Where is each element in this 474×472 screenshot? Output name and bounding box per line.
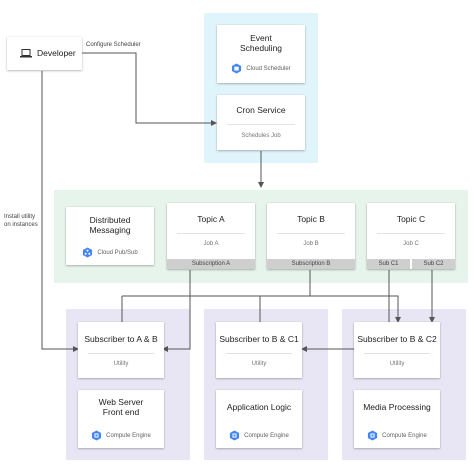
arrow-developer-to-cron — [82, 52, 217, 126]
topic-b-card[interactable]: Topic B Job B Subscription B — [267, 203, 355, 269]
topic-c-card[interactable]: Topic C Job C Sub C1 Sub C2 — [367, 203, 455, 269]
arrow-subb-to-subscriber-bc2 — [310, 295, 401, 323]
subscriber-bc1-divider — [226, 353, 292, 354]
subscriber-bc2-card[interactable]: Subscriber to B & C2 Utility — [354, 322, 440, 378]
developer-box[interactable]: Developer — [7, 37, 82, 70]
media-processing-title: Media Processing — [363, 402, 431, 412]
subscriber-bc2-divider — [364, 353, 430, 354]
laptop-icon — [20, 49, 32, 58]
web-server-title: Web Server Front end — [98, 397, 144, 417]
compute-engine-service-3: Compute Engine — [354, 430, 440, 441]
event-scheduling-card[interactable]: Event Scheduling Cloud Scheduler — [217, 25, 305, 83]
arrow-suba-to-subscriber-ab — [162, 270, 191, 352]
subscription-b-bar: Subscription B — [267, 259, 355, 269]
subscriber-bc2-title: Subscriber to B & C2 — [357, 334, 437, 344]
subscriber-bc1-card[interactable]: Subscriber to B & C1 Utility — [216, 322, 302, 378]
distributed-messaging-card[interactable]: Distributed Messaging Cloud Pub/Sub — [66, 207, 154, 265]
subscription-c2-bar: Sub C2 — [412, 259, 455, 269]
subscriber-ab-utility: Utility — [113, 361, 129, 367]
line-subb-bus — [122, 270, 311, 297]
application-logic-title: Application Logic — [226, 402, 292, 412]
topic-c-divider — [377, 233, 445, 234]
subscriber-bc2-utility: Utility — [389, 361, 405, 367]
subscriber-ab-card[interactable]: Subscriber to A & B Utility — [78, 322, 164, 378]
application-logic-card[interactable]: Application Logic Compute Engine — [216, 390, 302, 448]
cron-service-title: Cron Service — [236, 105, 286, 115]
compute-engine-icon — [230, 430, 240, 441]
topic-a-job: Job A — [203, 241, 219, 247]
web-server-card[interactable]: Web Server Front end Compute Engine — [78, 390, 164, 448]
cloud-pubsub-service: Cloud Pub/Sub — [66, 247, 154, 258]
install-utility-note: Install utility on instances — [4, 214, 38, 228]
topic-b-job: Job B — [303, 241, 319, 247]
cron-service-subtitle: Schedules Job — [241, 133, 281, 139]
subscriber-ab-divider — [88, 353, 154, 354]
configure-scheduler-note: Configure Scheduler — [86, 42, 141, 48]
topic-c-title: Topic C — [396, 214, 426, 224]
subscriber-bc1-utility: Utility — [251, 361, 267, 367]
topic-b-title: Topic B — [297, 214, 325, 224]
compute-engine-icon — [368, 430, 378, 441]
arrow-developer-to-subscriber-ab — [41, 71, 79, 352]
cron-divider — [227, 124, 295, 125]
topic-a-card[interactable]: Topic A Job A Subscription A — [167, 203, 255, 269]
subscription-a-bar: Subscription A — [167, 259, 255, 269]
topic-c-job: Job C — [403, 241, 419, 247]
event-scheduling-title: Event Scheduling — [239, 33, 283, 53]
cloud-pubsub-icon — [83, 247, 93, 258]
cloud-scheduler-icon — [232, 63, 242, 74]
compute-engine-service-1: Compute Engine — [78, 430, 164, 441]
cloud-scheduler-service: Cloud Scheduler — [217, 63, 305, 74]
cron-service-card[interactable]: Cron Service Schedules Job — [217, 95, 305, 150]
media-processing-card[interactable]: Media Processing Compute Engine — [354, 390, 440, 448]
distributed-messaging-title: Distributed Messaging — [89, 215, 131, 235]
developer-label: Developer — [37, 48, 76, 58]
topic-b-divider — [277, 233, 345, 234]
compute-engine-service-2: Compute Engine — [216, 430, 302, 441]
subscription-c1-bar: Sub C1 — [367, 259, 410, 269]
compute-engine-icon — [92, 430, 102, 441]
topic-a-divider — [177, 233, 245, 234]
topic-a-title: Topic A — [197, 214, 225, 224]
subscriber-bc1-title: Subscriber to B & C1 — [219, 334, 299, 344]
subscriber-ab-title: Subscriber to A & B — [84, 334, 158, 344]
